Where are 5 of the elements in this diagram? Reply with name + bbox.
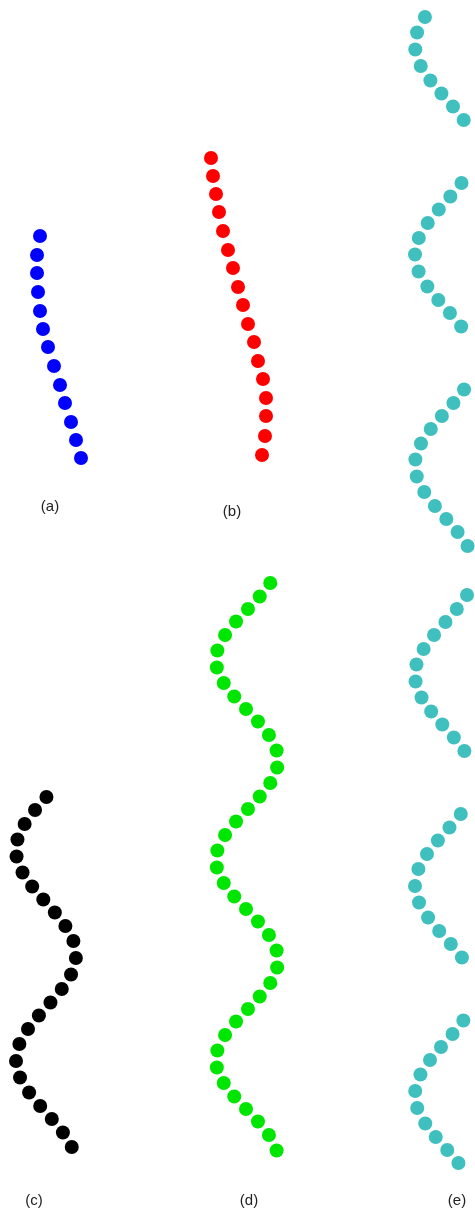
panel-label: (c) [25,1191,43,1208]
panel-label: (e) [447,1191,467,1208]
panel-label: (d) [239,1191,259,1208]
panel-label: (b) [222,502,242,519]
panel-label: (a) [40,497,60,514]
